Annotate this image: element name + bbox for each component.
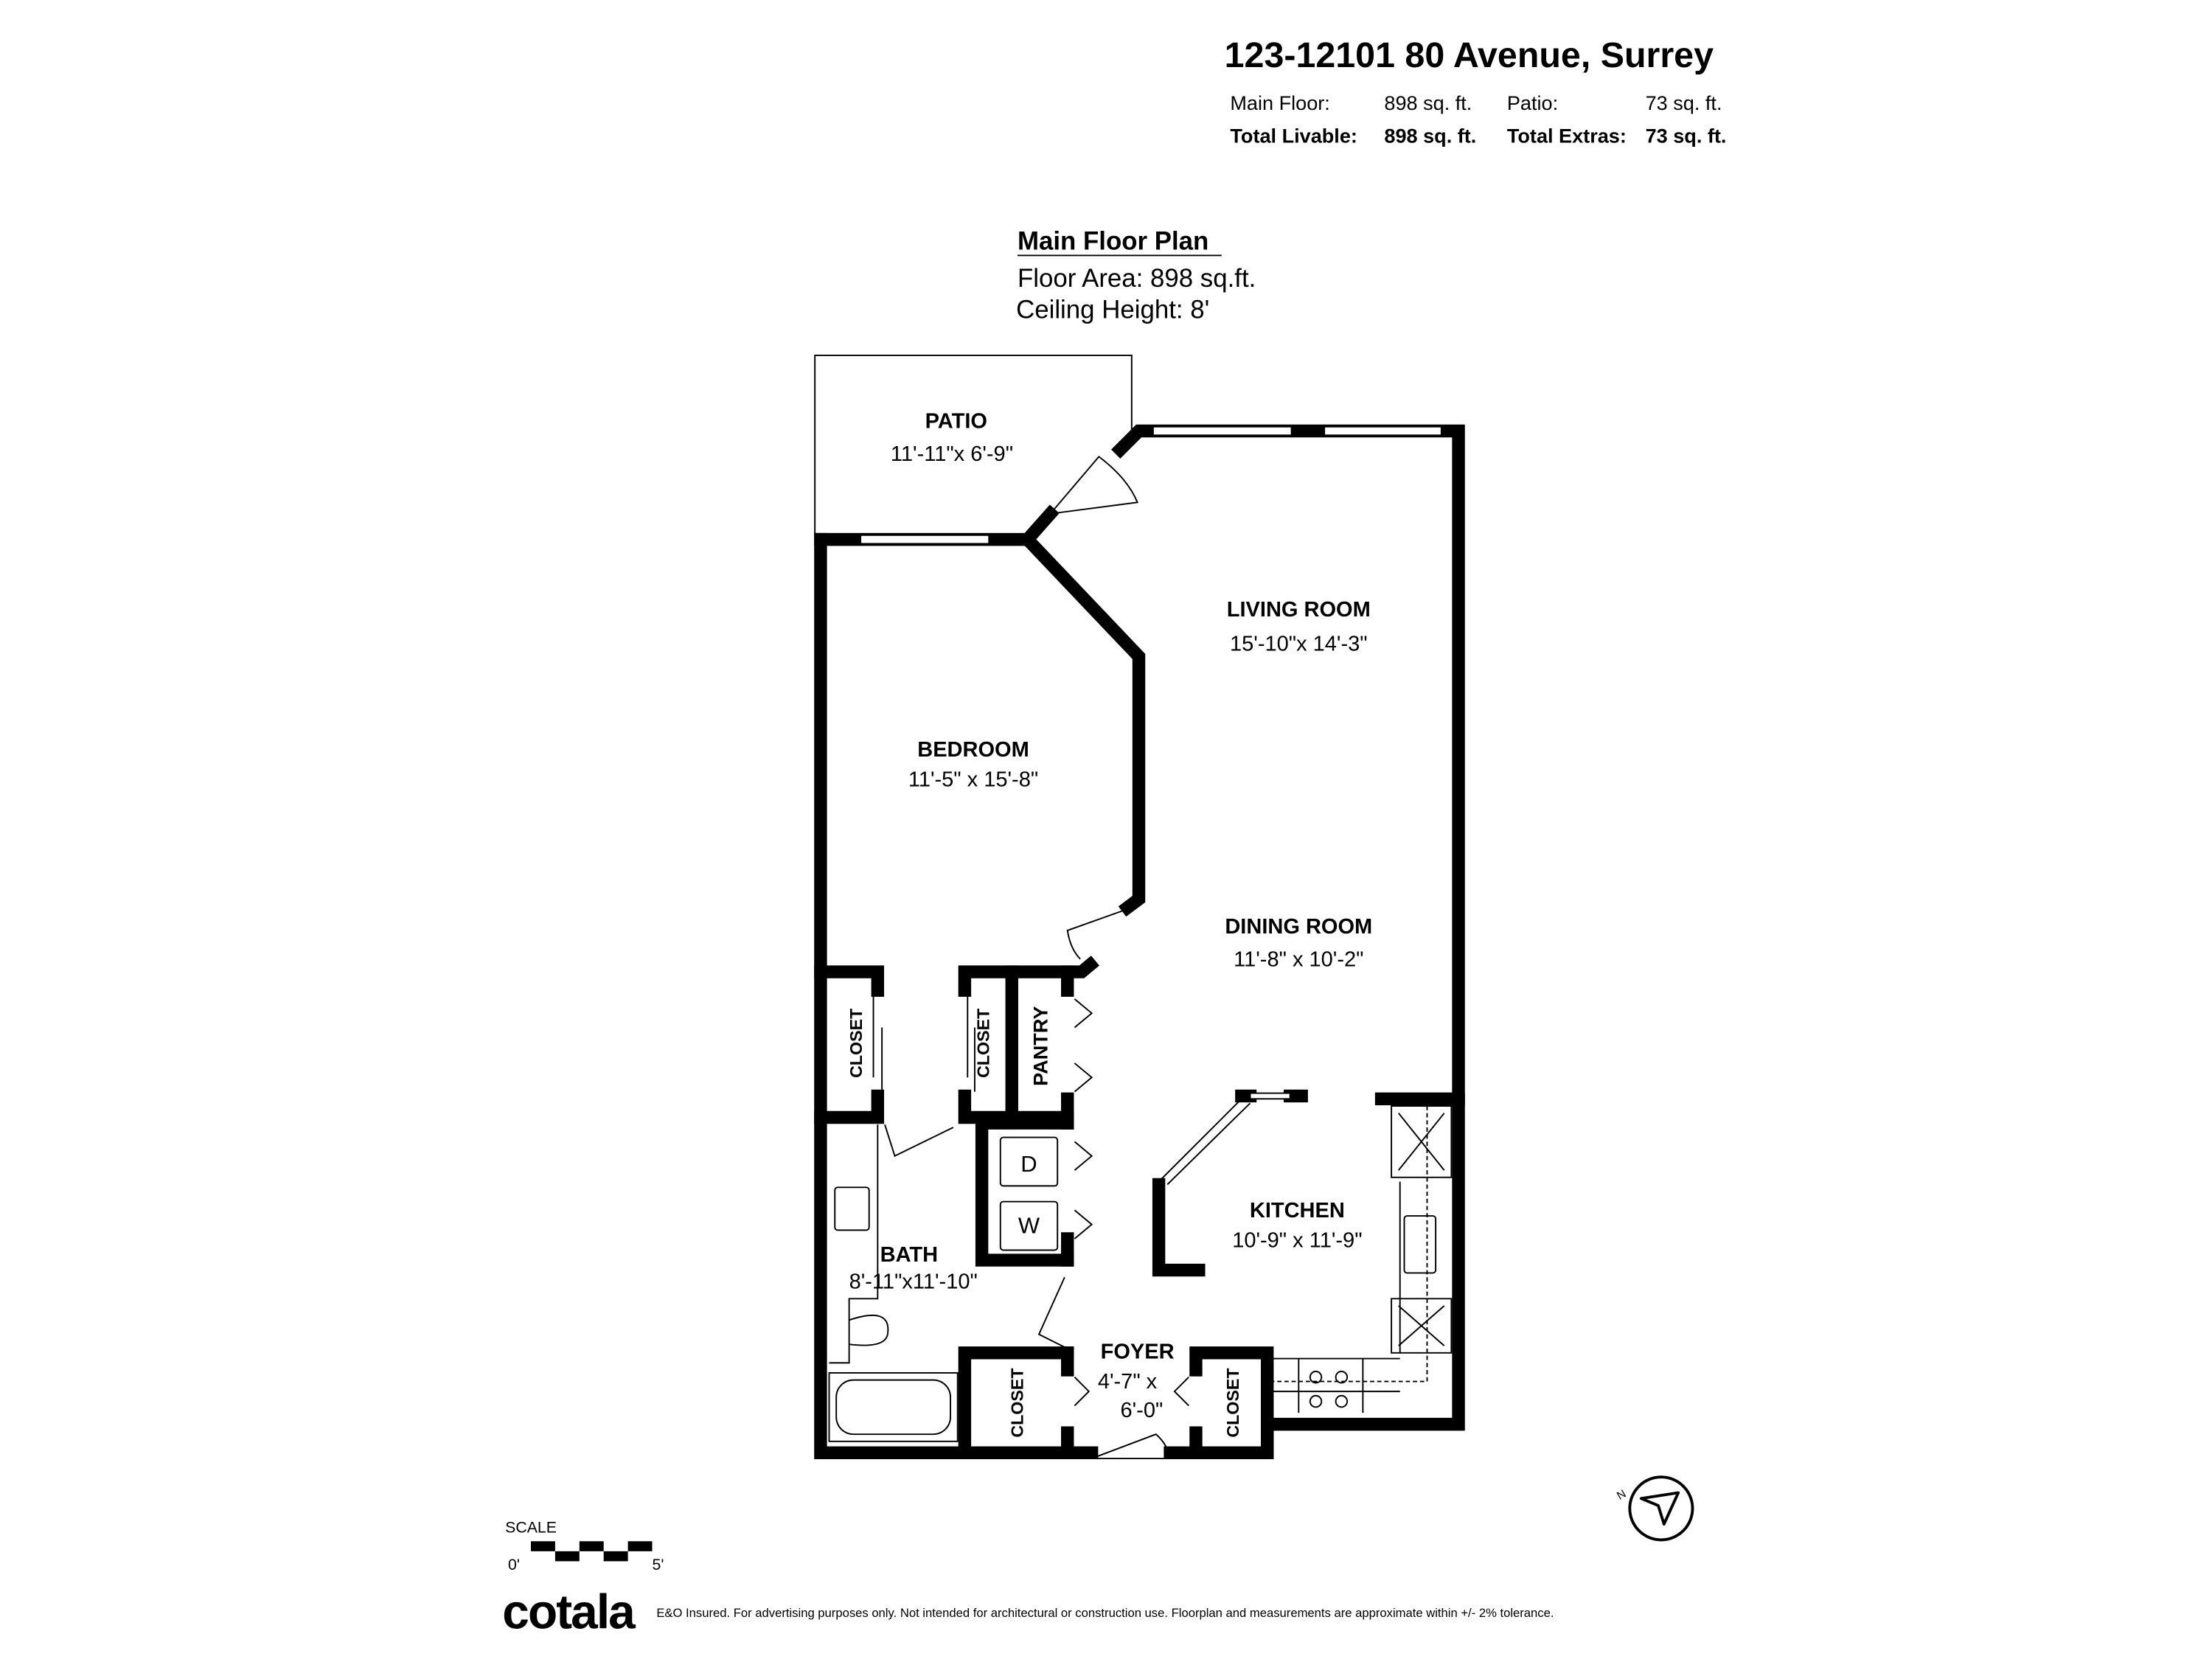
ceiling-height: Ceiling Height: 8'	[1016, 296, 1209, 324]
walls	[814, 424, 1465, 1460]
foyer-name: FOYER	[1101, 1340, 1175, 1364]
closet-label-2: CLOSET	[973, 1009, 992, 1078]
bath-name: BATH	[880, 1243, 938, 1267]
kitchen-dims: 10'-9" x 11'-9"	[1232, 1229, 1362, 1253]
patio-label: Patio:	[1507, 91, 1558, 114]
total-extras-label: Total Extras:	[1507, 125, 1627, 147]
north-arrow-icon	[1628, 1475, 1694, 1542]
living-window-right	[1324, 425, 1442, 437]
foyer-dims-1: 4'-7" x	[1098, 1370, 1158, 1394]
doors-fixtures	[828, 456, 1453, 1460]
foyer-dims-2: 6'-0"	[1120, 1399, 1163, 1422]
patio-dims: 11'-11"x 6'-9"	[891, 442, 1013, 466]
dryer-label: D	[1020, 1151, 1037, 1177]
patio-name: PATIO	[925, 410, 987, 434]
dining-room-dims: 11'-8" x 10'-2"	[1234, 947, 1363, 971]
living-room-dims: 15'-10"x 14'-3"	[1230, 633, 1368, 656]
washer-label: W	[1018, 1212, 1040, 1238]
address-title: 123-12101 80 Avenue, Surrey	[1225, 35, 1714, 75]
plan-heading: Main Floor Plan	[1018, 227, 1208, 256]
floor-area: Floor Area: 898 sq.ft.	[1018, 264, 1256, 293]
living-room-name: LIVING ROOM	[1227, 598, 1371, 622]
living-window-left	[1152, 425, 1293, 437]
cotala-logo: cotala	[502, 1584, 636, 1638]
kitchen-name: KITCHEN	[1250, 1199, 1345, 1222]
dining-room-name: DINING ROOM	[1225, 915, 1372, 939]
bath-dims: 8'-11"x11'-10"	[849, 1270, 978, 1294]
closet-label-1: CLOSET	[846, 1009, 866, 1078]
main-floor-value: 898 sq. ft.	[1384, 91, 1472, 114]
total-livable-value: 898 sq. ft.	[1384, 125, 1476, 147]
total-extras-value: 73 sq. ft.	[1646, 125, 1727, 147]
kitchen-window	[1249, 1092, 1291, 1100]
scale-start: 0'	[508, 1556, 520, 1573]
bedroom-name: BEDROOM	[917, 738, 1029, 762]
scale-label: SCALE	[505, 1519, 557, 1537]
bedroom-window	[860, 534, 990, 545]
scale-bar	[531, 1541, 653, 1562]
patio-value: 73 sq. ft.	[1646, 91, 1722, 114]
bedroom-dims: 11'-5" x 15'-8"	[908, 768, 1038, 791]
scale-end: 5'	[653, 1556, 664, 1573]
closet-label-3: CLOSET	[1008, 1368, 1027, 1437]
total-livable-label: Total Livable:	[1230, 125, 1357, 147]
disclaimer: E&O Insured. For advertising purposes on…	[656, 1606, 1554, 1620]
patio-outline	[814, 354, 1133, 537]
closet-label-4: CLOSET	[1223, 1368, 1242, 1437]
main-floor-label: Main Floor:	[1230, 91, 1329, 114]
compass-north-label: N	[1615, 1488, 1628, 1503]
pantry-label: PANTRY	[1029, 1006, 1052, 1086]
